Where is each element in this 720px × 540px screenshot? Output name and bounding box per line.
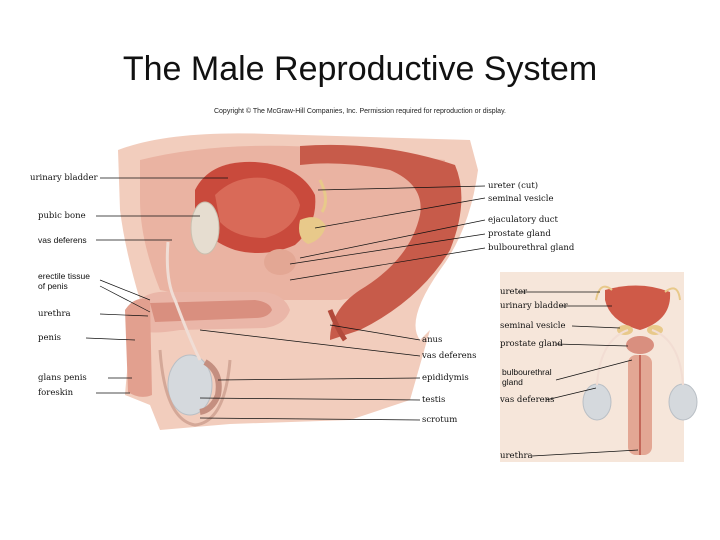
inset-label-prostate-gland: prostate gland <box>500 339 563 349</box>
seminal-vesicle <box>299 217 326 244</box>
inset-label-seminal-vesicle: seminal vesicle <box>500 321 566 331</box>
label-bulbourethral-gland: bulbourethral gland <box>488 243 575 253</box>
glans <box>125 298 152 397</box>
inset-bladder <box>605 285 671 330</box>
label-prostate-gland: prostate gland <box>488 229 551 239</box>
leader-lines-inset <box>518 291 639 457</box>
inset-label-urinary-bladder: urinary bladder <box>500 301 568 311</box>
label-erectile-tissue-line1: erectile tissue <box>38 271 90 281</box>
scrotum <box>158 349 232 427</box>
inset-label-bulbourethral-line2: gland <box>502 377 523 387</box>
label-foreskin: foreskin <box>38 388 74 398</box>
inset-label-bulbourethral-line1: bulbourethral <box>502 367 552 377</box>
vas-deferens-tube <box>165 241 202 361</box>
inset-testis-right <box>668 383 698 421</box>
inset-label-urethra: urethra <box>500 451 533 461</box>
label-erectile-tissue-line2: of penis <box>38 281 68 291</box>
inset-prostate <box>626 336 654 354</box>
inset-label-vas-deferens: vas deferens <box>500 395 555 405</box>
label-vas-deferens-bottom: vas deferens <box>422 351 477 361</box>
testis <box>167 354 213 416</box>
anal-canal <box>327 309 348 342</box>
inset-label-ureter: ureter <box>500 287 528 297</box>
label-glans-penis: glans penis <box>38 373 87 383</box>
page-title: The Male Reproductive System <box>122 50 598 88</box>
frontal-inset-view <box>500 272 698 462</box>
label-anus: anus <box>422 335 443 345</box>
copyright-notice: Copyright © The McGraw-Hill Companies, I… <box>213 108 506 115</box>
prostate-gland <box>264 249 296 275</box>
pubic-bone <box>190 201 220 255</box>
label-ejaculatory-duct: ejaculatory duct <box>488 215 558 225</box>
leader-lines-main <box>85 177 486 421</box>
inset-vas-deferens <box>596 329 684 386</box>
label-penis: penis <box>38 333 62 343</box>
label-epididymis: epididymis <box>422 373 469 383</box>
epididymis <box>199 359 222 415</box>
sagittal-section-view <box>118 133 478 431</box>
bladder-inner <box>215 177 300 238</box>
label-urethra-left: urethra <box>38 309 71 319</box>
rectum-muscle <box>300 144 462 340</box>
ureter <box>318 179 327 213</box>
inset-ureters <box>595 285 681 301</box>
label-urinary-bladder: urinary bladder <box>30 173 98 183</box>
label-vas-deferens-left: vas deferens <box>38 235 87 245</box>
inset-testis-left <box>582 383 612 421</box>
label-ureter-cut: ureter (cut) <box>488 181 539 191</box>
label-scrotum: scrotum <box>422 415 458 425</box>
label-pubic-bone: pubic bone <box>38 211 86 221</box>
label-testis: testis <box>422 395 446 405</box>
label-seminal-vesicle: seminal vesicle <box>488 194 554 204</box>
